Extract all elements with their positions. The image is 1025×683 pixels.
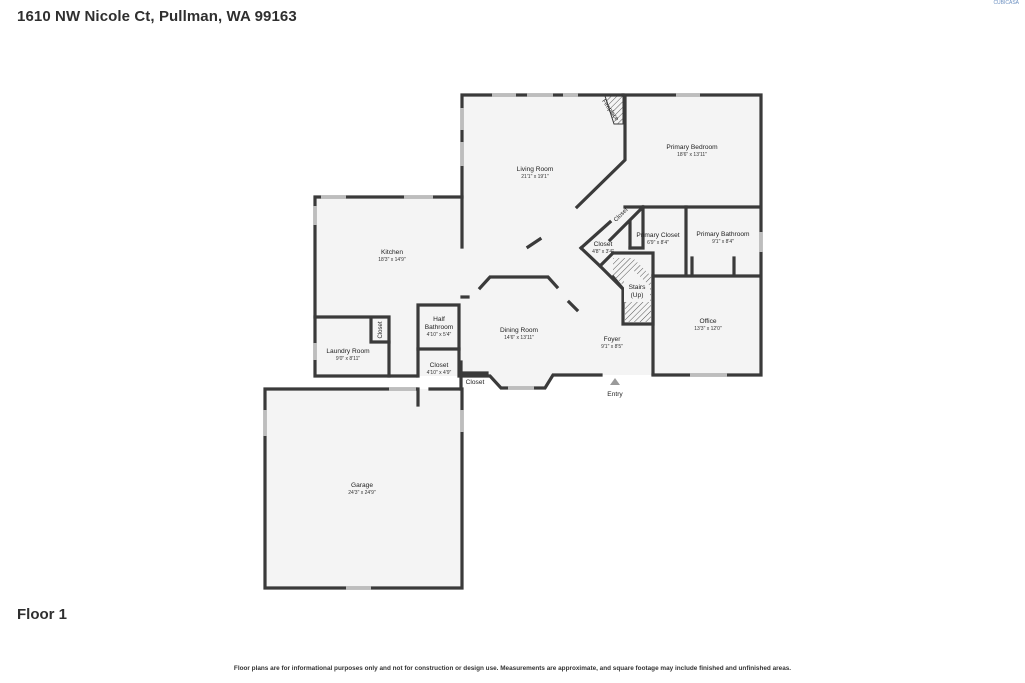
entry-marker: Entry — [607, 378, 623, 398]
dims-dining-room: 14'6" x 13'11" — [504, 335, 534, 341]
label-half-bathroom-1: Half — [433, 316, 445, 323]
dims-kitchen: 18'3" x 14'9" — [378, 257, 406, 263]
wall-closet-diag-2 — [578, 219, 613, 251]
label-primary-closet: Primary Closet — [636, 232, 679, 239]
floor-area — [265, 95, 761, 588]
label-primary-bedroom: Primary Bedroom — [666, 144, 718, 151]
dims-office: 13'3" x 12'0" — [694, 326, 722, 332]
label-garage: Garage — [351, 482, 373, 489]
label-office: Office — [699, 318, 716, 325]
label-stairs: Stairs — [629, 284, 647, 291]
property-address: 1610 NW Nicole Ct, Pullman, WA 99163 — [17, 8, 297, 25]
label-living-room: Living Room — [517, 166, 554, 173]
wall-half-bath — [416, 303, 461, 378]
label-primary-bathroom: Primary Bathroom — [696, 231, 750, 238]
dims-primary-bedroom: 18'6" x 13'11" — [677, 152, 707, 158]
wall-dining-top — [477, 275, 560, 291]
dims-laundry-room: 9'0" x 8'11" — [336, 356, 360, 362]
disclaimer: Floor plans are for informational purpos… — [233, 665, 792, 672]
dims-primary-bathroom: 9'1" x 8'4" — [712, 239, 734, 245]
interior-walls — [313, 95, 762, 407]
stairs-label-bg — [624, 270, 650, 302]
label-stairs-sub: (Up) — [631, 292, 644, 299]
label-closet-lower: Closet — [430, 362, 449, 369]
main-floor-fill — [265, 95, 761, 588]
label-closet-mid: Closet — [594, 241, 613, 248]
label-dining-room: Dining Room — [500, 327, 539, 334]
room-labels: Fireplace Living Room 21'1" x 19'1" Prim… — [326, 99, 750, 496]
entry-label: Entry — [607, 391, 623, 398]
label-foyer: Foyer — [604, 336, 622, 343]
label-closet-hall: Closet — [466, 379, 485, 386]
dims-half-bathroom: 4'10" x 5'4" — [427, 332, 452, 338]
wall-kitchen-outer — [313, 195, 464, 378]
windows — [263, 93, 763, 590]
dims-closet-mid: 4'8" x 3'4" — [592, 249, 614, 255]
wall-fireplace-bedroom — [574, 95, 627, 210]
label-laundry-room: Laundry Room — [326, 348, 370, 355]
fireplace — [604, 95, 624, 125]
label-closet-laundry: Closet — [378, 321, 384, 338]
dims-primary-closet: 6'9" x 8'4" — [647, 240, 669, 246]
brand-logo: CUBICASA — [993, 0, 1019, 6]
wall-dining-right — [566, 299, 580, 313]
wall-primary-closet — [628, 205, 645, 250]
label-half-bathroom-2: Bathroom — [425, 324, 454, 331]
dims-garage: 24'3" x 24'9" — [348, 490, 376, 496]
dims-closet-lower: 4'10" x 4'9" — [427, 370, 452, 376]
stairs-area — [613, 258, 651, 322]
wall-living-stub — [525, 236, 543, 250]
dims-foyer: 9'1" x 8'5" — [601, 344, 623, 350]
entry-arrow-icon — [610, 378, 620, 385]
dims-living-room: 21'1" x 19'1" — [521, 174, 549, 180]
wall-stairs-left — [597, 263, 626, 292]
floor-label: Floor 1 — [17, 606, 68, 623]
fireplace-hatch — [604, 95, 624, 125]
label-kitchen: Kitchen — [381, 249, 403, 256]
wall-closet-diag-1 — [607, 204, 646, 243]
